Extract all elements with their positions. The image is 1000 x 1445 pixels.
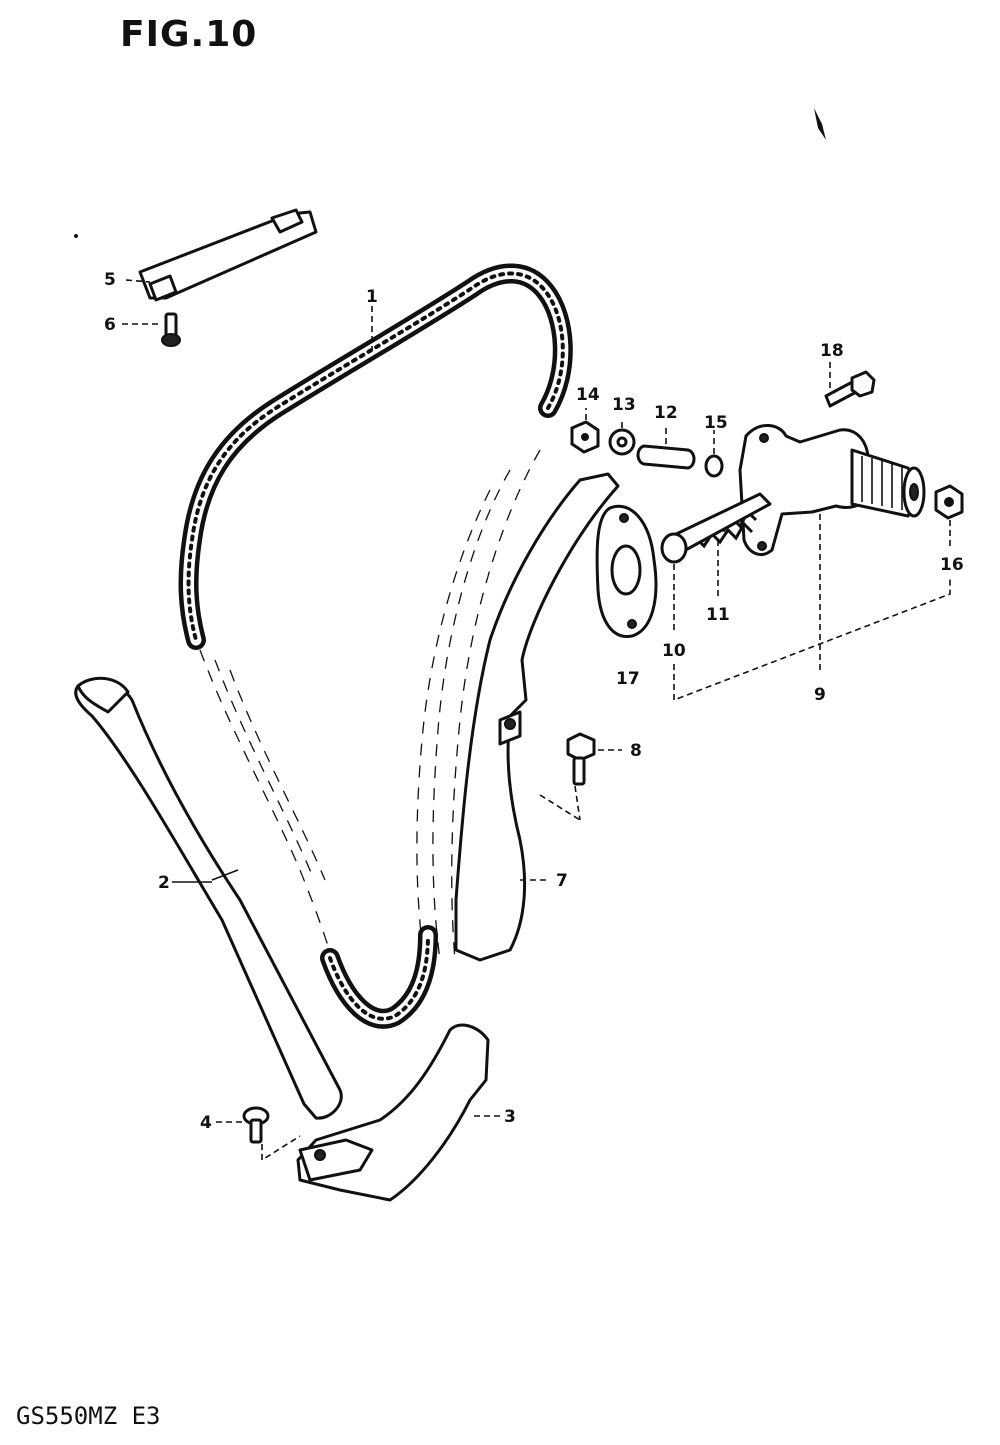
callout-6: 6 xyxy=(104,315,116,335)
washer-icon xyxy=(608,428,636,456)
bolt-icon-8 xyxy=(566,732,596,786)
callout-17: 17 xyxy=(616,669,640,689)
alignment-dashed-lines xyxy=(199,449,541,971)
screw-icon-6 xyxy=(161,312,181,347)
tensioner-slipper-icon xyxy=(454,472,620,962)
model-code: GS550MZ E3 xyxy=(16,1402,161,1430)
callout-14: 14 xyxy=(576,385,600,405)
ring-icon xyxy=(704,454,724,478)
callout-1: 1 xyxy=(366,287,378,307)
callout-4: 4 xyxy=(200,1113,212,1133)
callout-9: 9 xyxy=(814,685,826,705)
nut-icon-16 xyxy=(934,484,964,520)
callout-labels: 1 2 3 4 5 6 7 8 9 10 11 12 13 14 15 16 1… xyxy=(104,270,964,1133)
callout-12: 12 xyxy=(654,403,678,423)
chain-guide-bottom-icon xyxy=(296,1023,490,1202)
shaft-icon xyxy=(636,444,696,470)
callout-3: 3 xyxy=(504,1107,516,1127)
nut-icon-14 xyxy=(570,420,600,454)
callout-15: 15 xyxy=(704,413,728,433)
callout-13: 13 xyxy=(612,395,636,415)
screw-icon-4 xyxy=(242,1106,270,1144)
scan-speck-mark xyxy=(814,108,826,140)
chain-guide-top-icon xyxy=(138,208,318,302)
callout-11: 11 xyxy=(706,605,730,625)
callout-10: 10 xyxy=(662,641,686,661)
scan-speck-dot xyxy=(74,234,78,238)
callout-5: 5 xyxy=(104,270,116,290)
gasket-icon xyxy=(595,504,658,638)
tensioner-body-icon xyxy=(738,424,926,556)
chain-guide-rear-icon xyxy=(74,676,343,1120)
push-rod-icon xyxy=(660,492,772,564)
figure-title: FIG.10 xyxy=(120,14,258,55)
bolt-icon-18 xyxy=(824,370,876,408)
callout-2: 2 xyxy=(158,873,170,893)
callout-18: 18 xyxy=(820,341,844,361)
callout-8: 8 xyxy=(630,741,642,761)
cam-chain-icon xyxy=(178,263,573,1029)
callout-leader-lines xyxy=(122,279,951,1162)
callout-16: 16 xyxy=(940,555,964,575)
callout-7: 7 xyxy=(556,871,568,891)
